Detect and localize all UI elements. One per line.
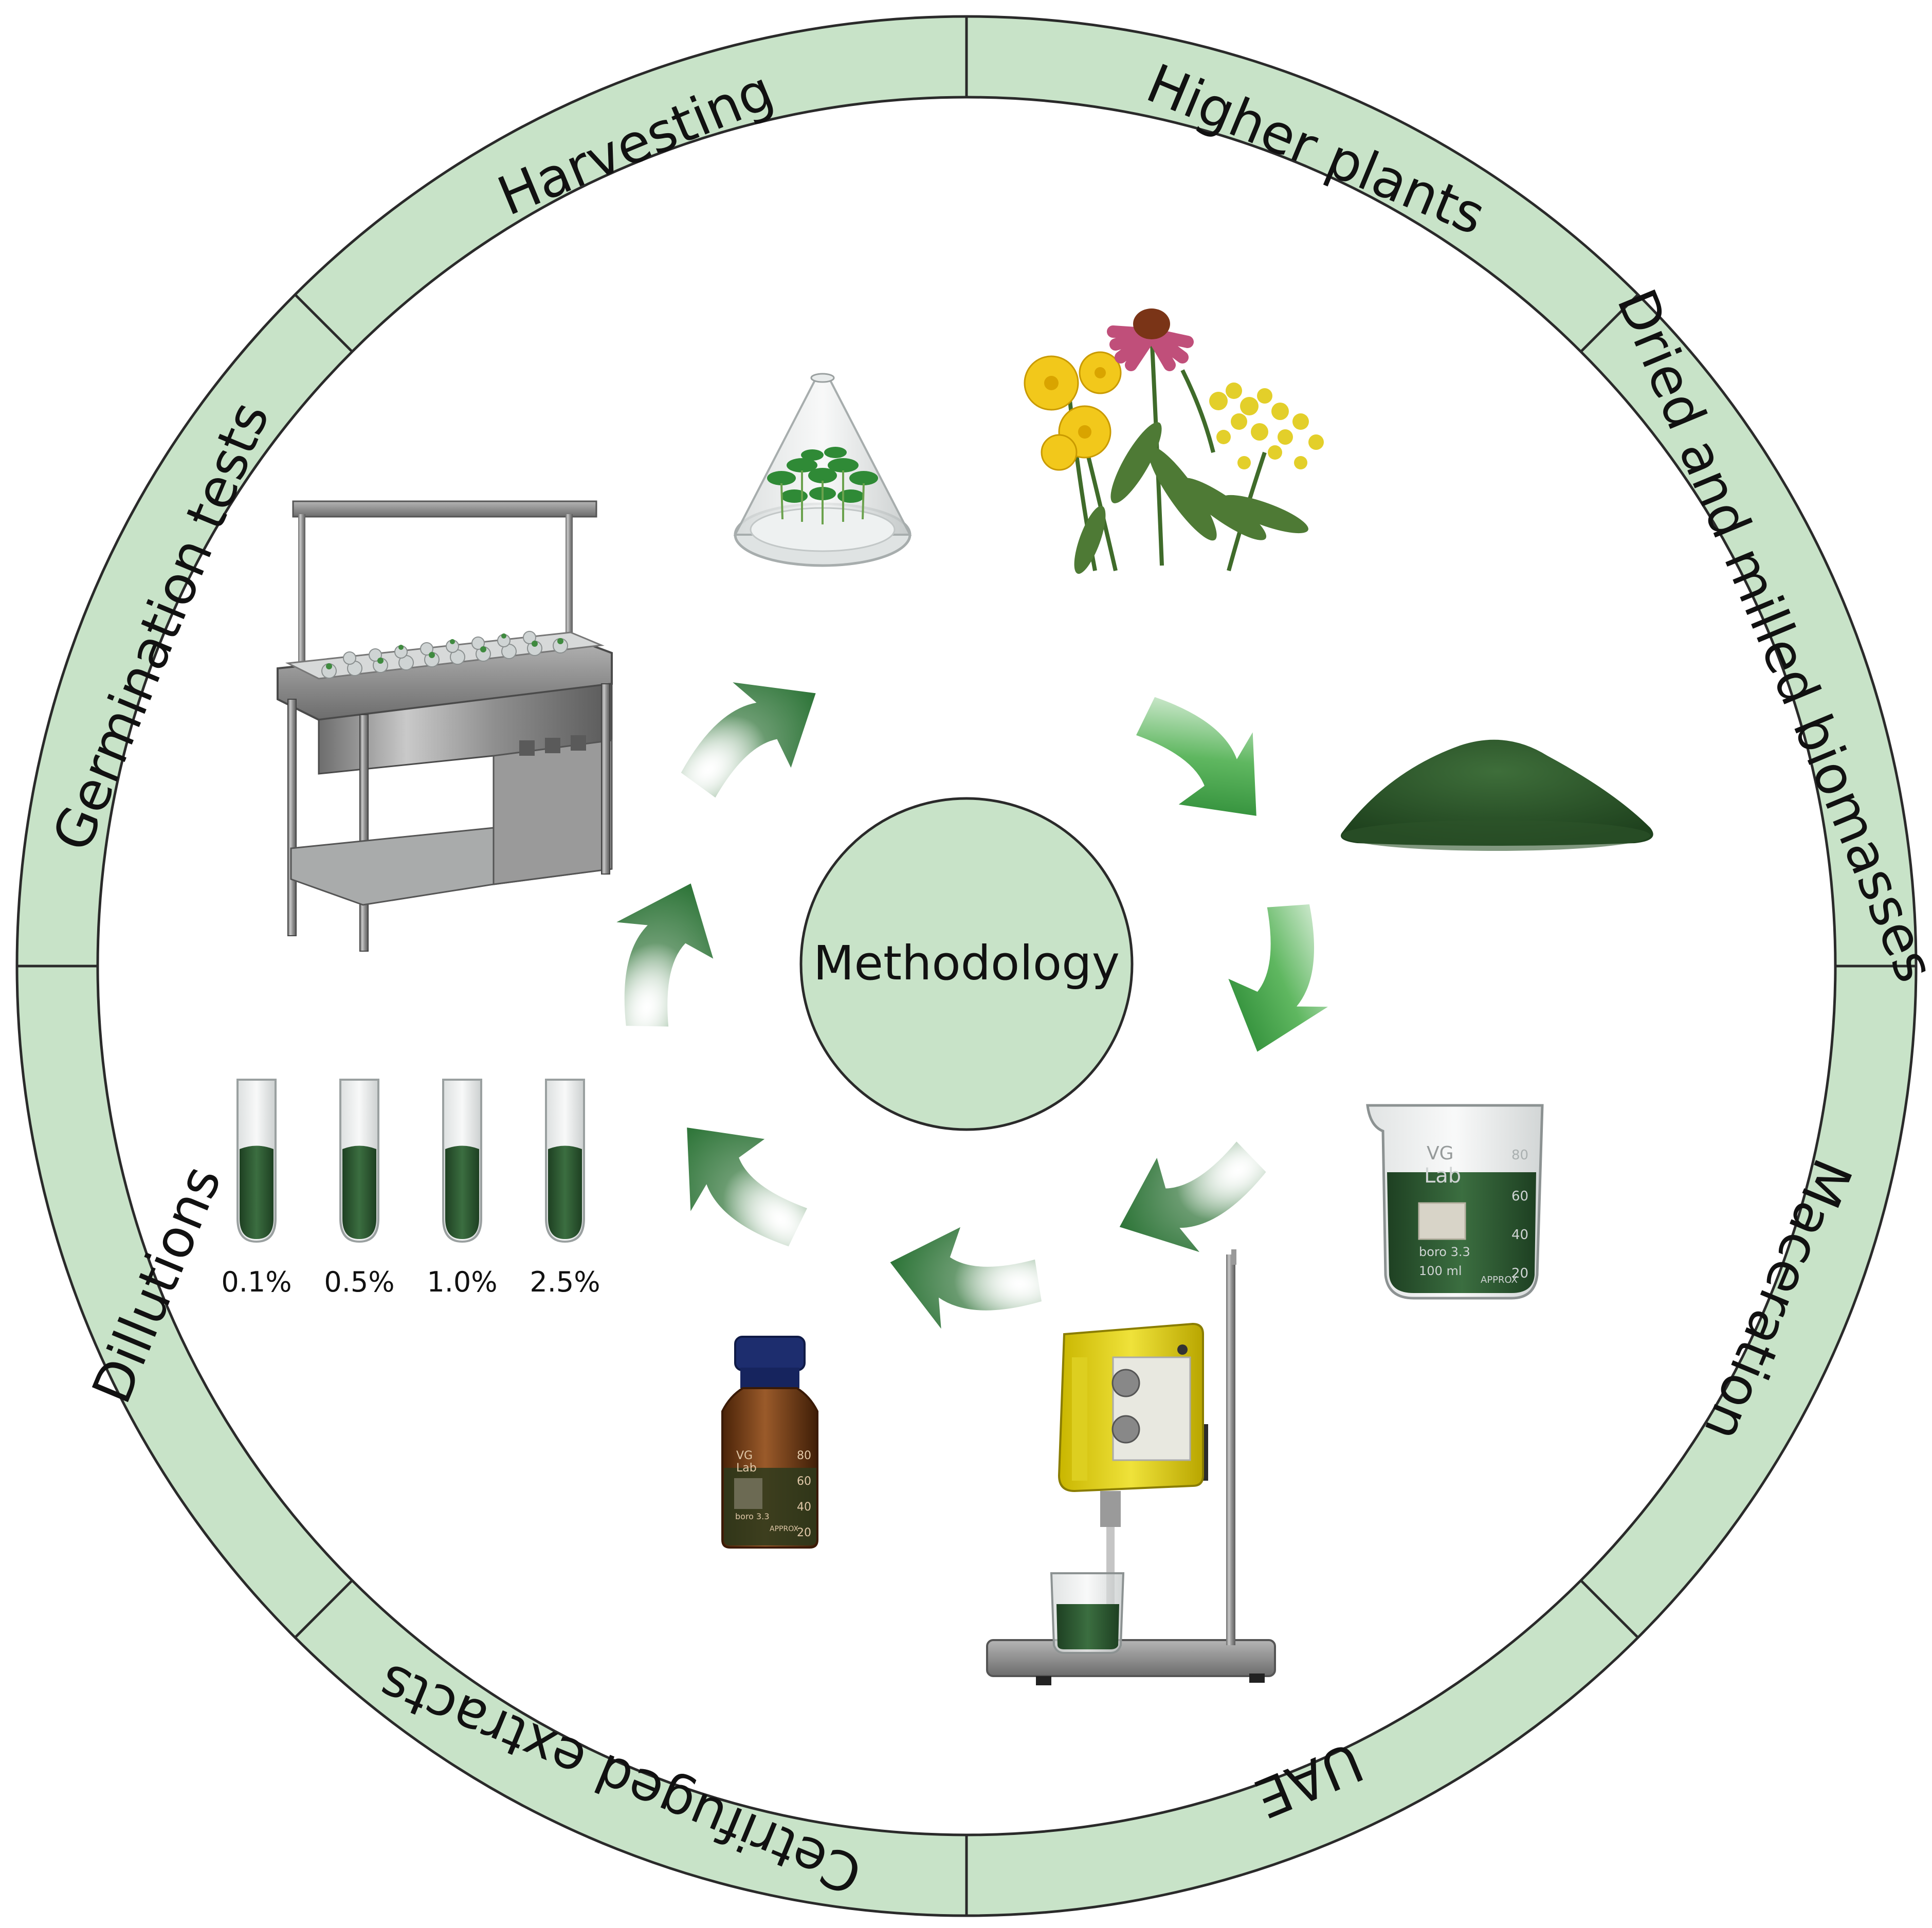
dilution-label-2: 0.5% [324,1266,394,1298]
ring-label-dried-milled: Dried and milled biomasses [1605,281,1932,991]
test-tube-2 [339,1079,379,1243]
bottle-mark-80: 80 [797,1449,811,1462]
bottle-mark-40: 40 [797,1501,811,1514]
ring-label-centrifuged: Cetrifuged extracts [370,1651,870,1907]
test-tube-4 [545,1079,585,1243]
dilution-labels: 0.1% 0.5% 1.0% 2.5% [221,1266,600,1298]
test-tube-3 [442,1079,482,1243]
bottle-mark-20: 20 [797,1526,811,1539]
bottle-brand-lab: Lab [736,1462,757,1475]
center-node: Methodology [799,797,1134,1131]
beaker-maceration: VG Lab boro 3.3 100 ml APPROX 80 60 40 2… [1366,1104,1544,1300]
beaker-brand-vg: VG [1427,1143,1454,1164]
beaker-brand-lab: Lab [1424,1164,1461,1188]
beaker-mark-60: 60 [1511,1189,1528,1204]
amber-bottle: VG Lab boro 3.3 APPROX 80 60 40 20 [721,1336,818,1549]
powder-pile [1341,739,1653,851]
beaker-approx: APPROX [1481,1275,1518,1285]
arrow-maceration-to-uae [1119,1141,1266,1252]
petri-dish-seedlings [733,373,912,567]
cycle-arrows [616,682,1328,1329]
dilution-label-4: 2.5% [530,1266,600,1298]
dilution-label-3: 1.0% [427,1266,497,1298]
arrow-centrifuged-to-dillutions [687,1127,807,1247]
beaker-mark-80: 80 [1511,1148,1528,1163]
ultrasonic-processor [986,1249,1276,1685]
center-label: Methodology [813,936,1120,991]
test-tubes: 0.1% 0.5% 1.0% 2.5% [221,1079,600,1298]
echinacea-flower [1107,308,1194,371]
arrow-dried-to-maceration [1228,904,1328,1052]
beaker-mark-40: 40 [1511,1227,1528,1243]
beaker-graduations: 80 60 40 20 [1511,1148,1528,1281]
arrow-dillutions-to-germination [616,883,714,1027]
beaker-mark-20: 20 [1511,1266,1528,1281]
test-tube-1 [236,1079,277,1243]
bottle-graduations: 80 60 40 20 [797,1449,811,1539]
bottle-mark-60: 60 [797,1475,811,1488]
outer-ring [15,15,1918,1917]
bottle-brand-vg: VG [736,1449,753,1462]
dilution-label-1: 0.1% [221,1266,291,1298]
bottle-approx: APPROX [770,1525,798,1533]
ring-dividers [17,16,1916,1916]
bottle-material: boro 3.3 [735,1512,770,1521]
beaker-volume: 100 ml [1419,1264,1462,1278]
arrow-germination-to-harvesting [681,682,816,798]
arrow-uae-to-centrifuged [890,1227,1042,1329]
germination-table [277,500,613,952]
beaker-material: boro 3.3 [1419,1245,1470,1259]
flowers-illustration [1024,308,1324,574]
arrow-higher-plants-to-dried [1136,697,1256,816]
